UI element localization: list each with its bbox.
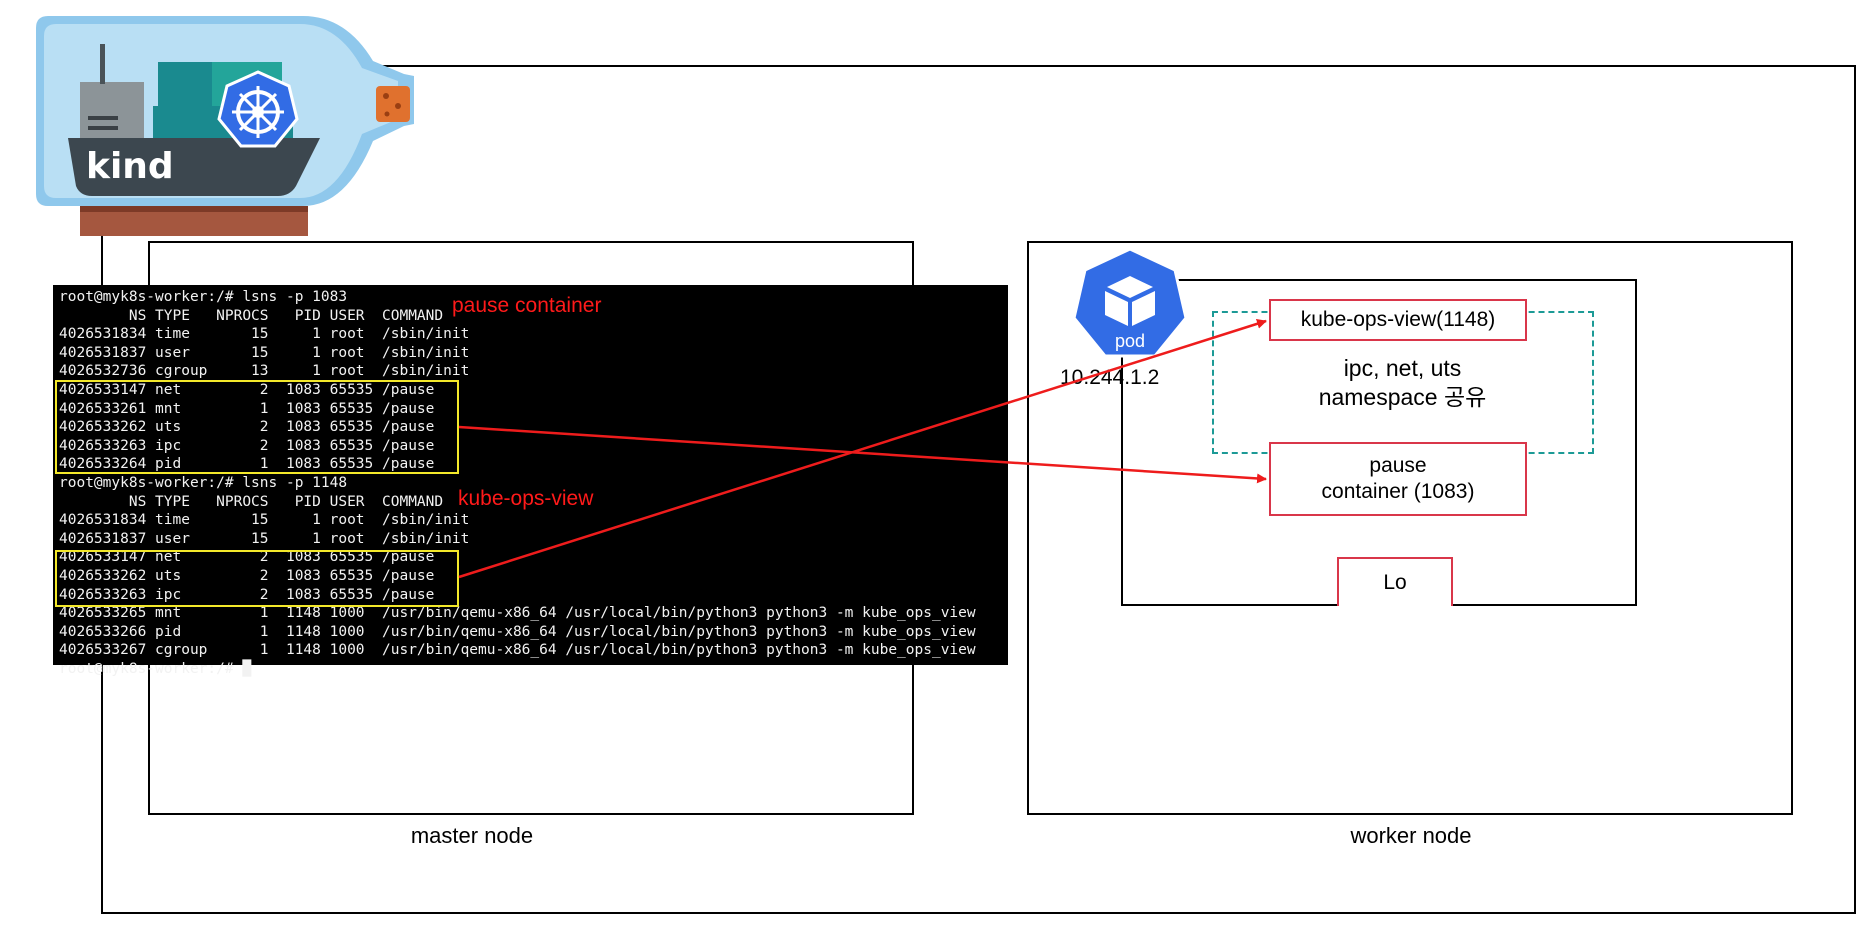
- loopback-interface-box: Lo: [1337, 557, 1453, 606]
- terminal-line: 4026533263 ipc 2 1083 65535 /pause: [59, 586, 435, 603]
- terminal-line: 4026533147 net 2 1083 65535 /pause: [59, 382, 435, 398]
- shared-namespace-line2: namespace 공유: [1318, 384, 1487, 410]
- terminal-line: 4026533263 ipc 2 1083 65535 /pause: [59, 437, 435, 454]
- terminal-line: 4026531834 time 15 1 root /sbin/init: [59, 326, 470, 343]
- kube-ops-view-namespaces-highlight: [55, 550, 459, 607]
- pod-icon-label: pod: [1115, 331, 1145, 351]
- terminal-line: NS TYPE NPROCS PID USER COMMAND: [59, 307, 444, 324]
- terminal-line: 4026533147 net 2 1083 65535 /pause: [59, 549, 435, 566]
- terminal-line: 4026533262 uts 2 1083 65535 /pause: [59, 419, 435, 436]
- terminal-line: root@myk8s-worker:/# lsns -p 1148: [59, 475, 348, 491]
- pause-namespaces-highlight: [55, 380, 459, 474]
- pause-container-line1: pause: [1369, 454, 1427, 477]
- kind-logo-text: kind: [86, 146, 174, 187]
- terminal-line: 4026533267 cgroup 1 1148 1000 /usr/bin/q…: [59, 642, 976, 659]
- terminal-line: root@myk8s-worker:/# lsns -p 1083: [59, 289, 348, 305]
- master-node-caption: master node: [410, 823, 534, 848]
- terminal-line: 4026531834 time 15 1 root /sbin/init: [59, 512, 470, 529]
- kube-ops-view-container-box: kube-ops-view(1148): [1269, 299, 1527, 341]
- kube-ops-view-container-label: kube-ops-view(1148): [1300, 308, 1496, 331]
- terminal-line: root@myk8s-worker:/# █: [59, 661, 252, 677]
- terminal-line: NS TYPE NPROCS PID USER COMMAND: [59, 493, 444, 510]
- terminal-window: root@myk8s-worker:/# lsns -p 1083 NS TYP…: [53, 285, 1008, 677]
- terminal-line: 4026533261 mnt 1 1083 65535 /pause: [59, 400, 435, 417]
- loopback-interface-label: Lo: [1383, 570, 1407, 594]
- terminal-line: 4026533264 pid 1 1083 65535 /pause: [59, 456, 435, 473]
- pause-container-line2: container (1083): [1321, 480, 1475, 503]
- terminal-line: 4026531837 user 15 1 root /sbin/init: [59, 530, 470, 547]
- shared-namespace-line1: ipc, net, uts: [1343, 355, 1462, 381]
- pause-container-annotation: pause container: [452, 294, 602, 317]
- pause-container-box: pause container (1083): [1269, 442, 1527, 516]
- terminal-line: 4026533266 pid 1 1148 1000 /usr/bin/qemu…: [59, 623, 976, 640]
- terminal-line: 4026531837 user 15 1 root /sbin/init: [59, 344, 470, 361]
- terminal-line: 4026533262 uts 2 1083 65535 /pause: [59, 568, 435, 584]
- pod-ip-address: 10.244.1.2: [1060, 366, 1160, 389]
- worker-node-caption: worker node: [1350, 823, 1472, 848]
- kube-ops-view-annotation: kube-ops-view: [458, 487, 594, 510]
- pod-icon: pod: [1072, 247, 1188, 358]
- shared-namespace-text: ipc, net, uts namespace 공유: [1240, 354, 1565, 412]
- kind-logo: kind: [36, 16, 414, 236]
- terminal-line: 4026533265 mnt 1 1148 1000 /usr/bin/qemu…: [59, 605, 976, 622]
- terminal-line: 4026532736 cgroup 13 1 root /sbin/init: [59, 363, 470, 380]
